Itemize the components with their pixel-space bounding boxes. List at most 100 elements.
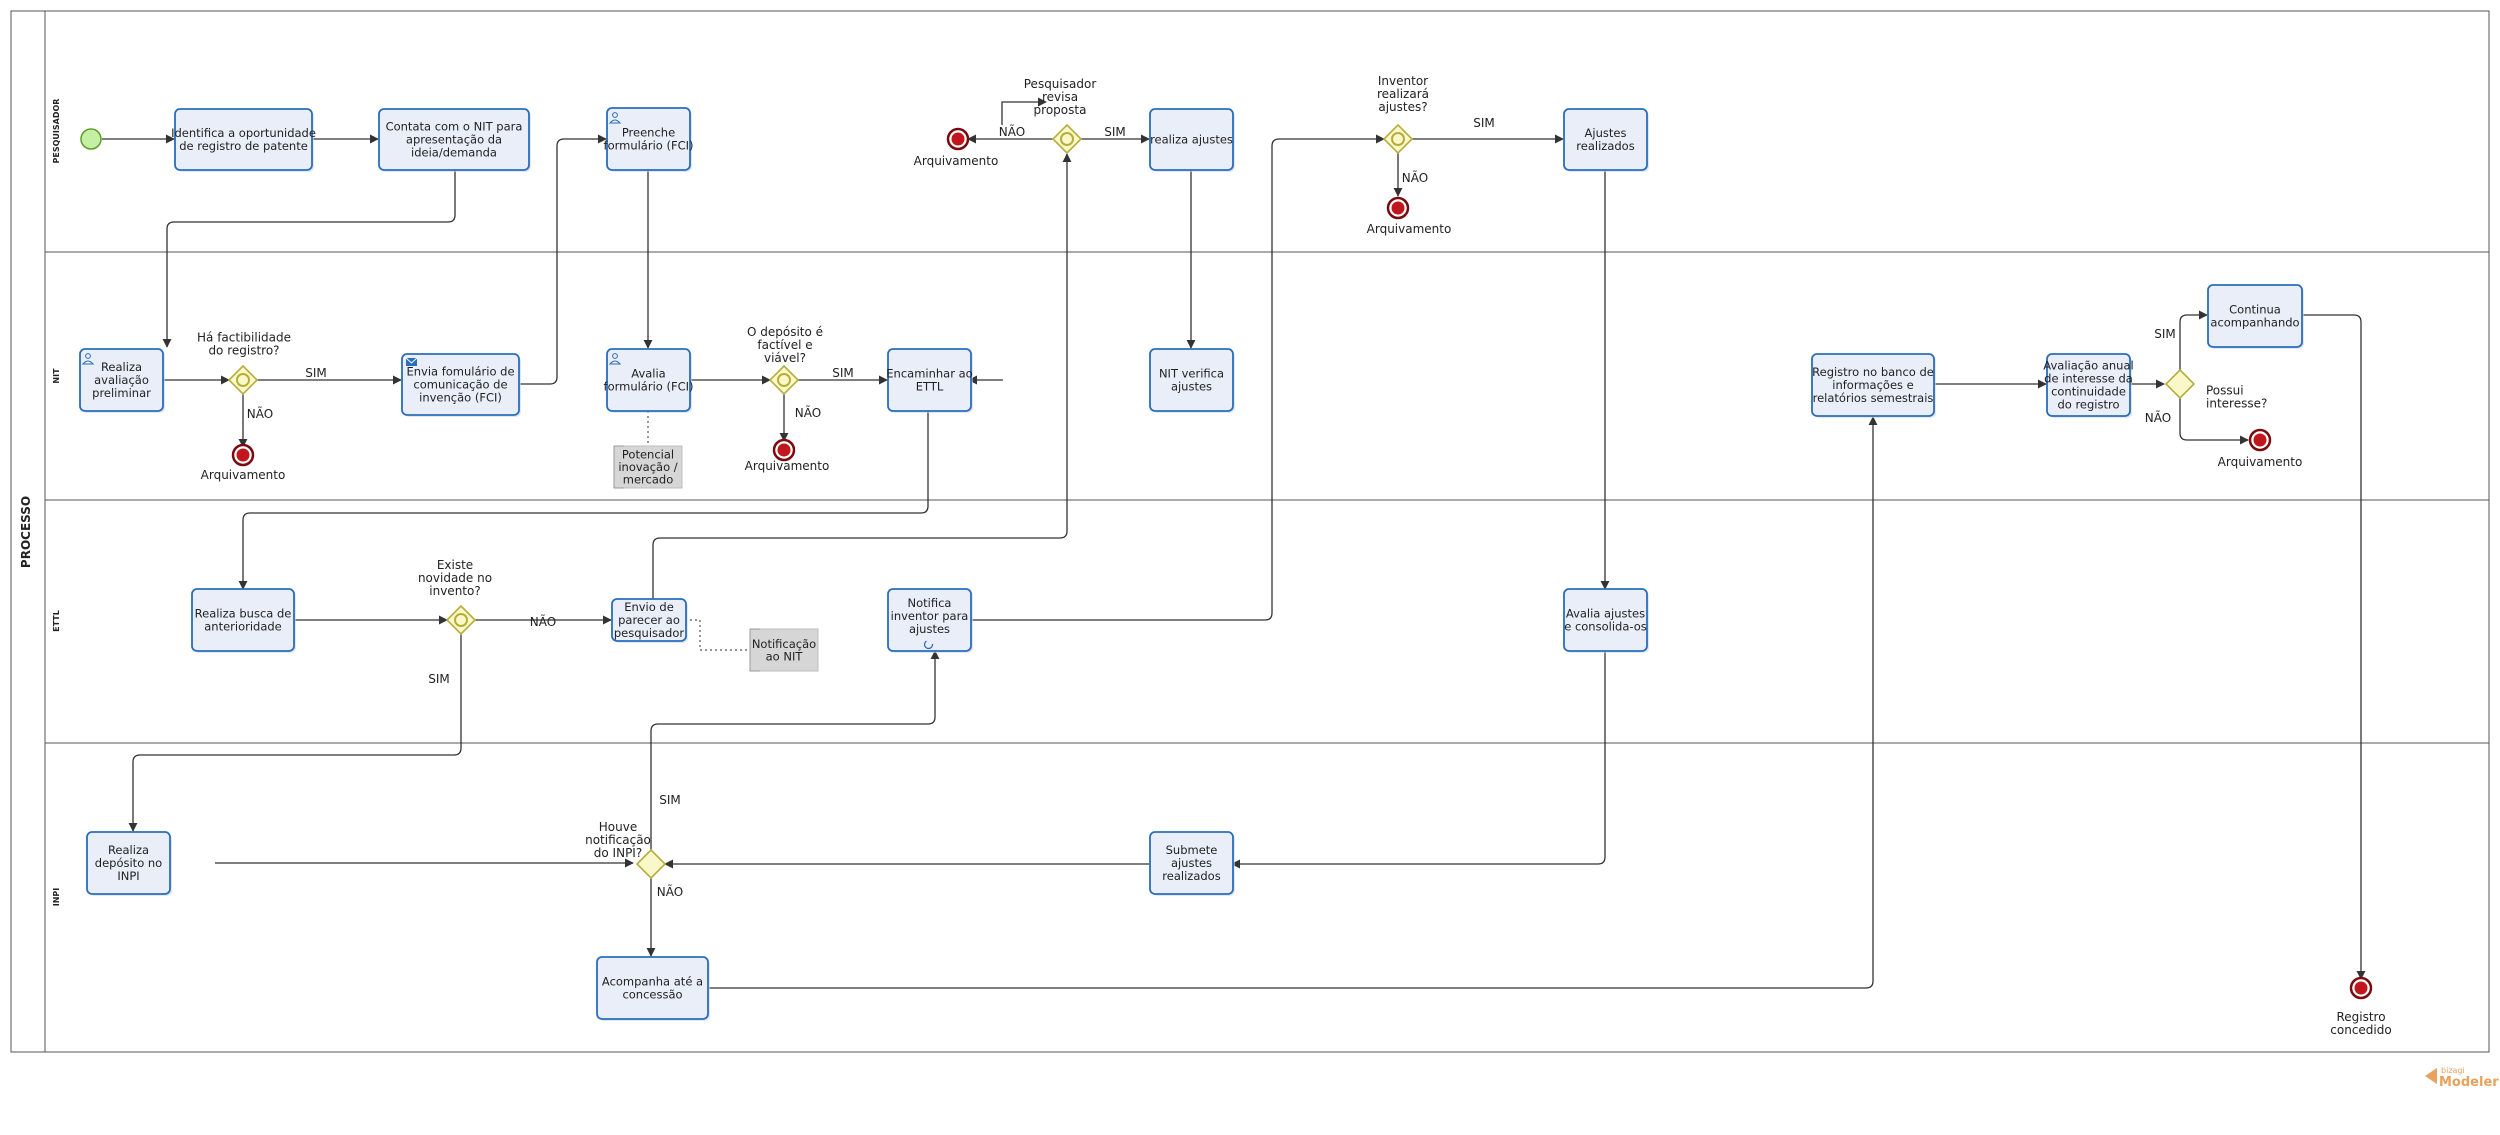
label-line: formulário (FCI) bbox=[604, 139, 694, 153]
pool-label: PROCESSO bbox=[19, 496, 33, 568]
label-line: apresentação da bbox=[406, 133, 502, 147]
user-task-icon bbox=[81, 353, 95, 365]
label-line: ajustes bbox=[1171, 856, 1212, 870]
label-line: anterioridade bbox=[204, 620, 282, 634]
label-line: comunicação de bbox=[413, 378, 507, 392]
label-line: factível e bbox=[757, 338, 812, 352]
flow-label-nao: NÃO bbox=[247, 406, 273, 421]
label-line: Avaliação anual bbox=[2043, 359, 2133, 373]
label-line: revisa bbox=[1042, 90, 1078, 104]
flow-label-nao: NÃO bbox=[657, 884, 683, 899]
label-line: preliminar bbox=[92, 386, 151, 400]
label-line: Identifica a oportunidade bbox=[171, 126, 316, 140]
task-box bbox=[174, 108, 313, 171]
inclusive-marker-icon bbox=[1391, 132, 1405, 146]
end-event-arq-deposito[interactable]: Arquivamento bbox=[745, 438, 830, 473]
end-event-arq-factibilidade[interactable]: Arquivamento bbox=[201, 443, 286, 482]
end-event-arq-revisa[interactable]: Arquivamento bbox=[914, 127, 999, 168]
flow-label-nao: NÃO bbox=[2145, 410, 2171, 425]
gateway-diamond bbox=[1382, 123, 1414, 155]
end-event-arq-interesse[interactable]: Arquivamento bbox=[2218, 428, 2303, 469]
lane-label-pesquisador: PESQUISADOR bbox=[52, 99, 61, 164]
label-line: depósito no bbox=[95, 856, 162, 870]
event-label: Arquivamento bbox=[2218, 455, 2303, 469]
label-line: pesquisador bbox=[614, 626, 685, 640]
label-line: avaliação bbox=[94, 373, 149, 387]
label-line: realizará bbox=[1377, 87, 1429, 101]
inclusive-marker-icon bbox=[236, 373, 250, 387]
label-line: ideia/demanda bbox=[411, 146, 497, 160]
task-box bbox=[1811, 353, 1935, 417]
label-line: Submete bbox=[1166, 843, 1218, 857]
bizagi-logo-line2: Modeler bbox=[2439, 1075, 2499, 1090]
annotation-box bbox=[613, 445, 683, 489]
label-line: Notificação bbox=[752, 637, 816, 651]
label-line: mercado bbox=[623, 473, 673, 487]
label-line: Realiza busca de bbox=[195, 607, 292, 621]
label-line: Realiza bbox=[101, 360, 142, 374]
task-realiza-ajustes[interactable]: realiza ajustes bbox=[1149, 108, 1235, 172]
task-box bbox=[79, 348, 164, 412]
label-line: Registro no banco de bbox=[1812, 365, 1934, 379]
end-event-arq-inventor[interactable]: Arquivamento bbox=[1367, 196, 1452, 236]
label-line: interesse? bbox=[2206, 397, 2267, 411]
lane-label-ettl: ETTL bbox=[52, 610, 61, 632]
start-event[interactable] bbox=[80, 128, 102, 150]
label-line: Pesquisador bbox=[1024, 77, 1097, 91]
task-box bbox=[1563, 588, 1648, 652]
flow-label-sim: SIM bbox=[832, 366, 854, 380]
associations bbox=[647, 411, 748, 651]
flow-label-sim: SIM bbox=[305, 366, 327, 380]
label-line: Encaminhar ao bbox=[886, 367, 972, 381]
label-line: inventor para bbox=[891, 609, 969, 623]
label-line: do INPI? bbox=[594, 846, 642, 860]
label-line: Avalia ajustes bbox=[1566, 607, 1645, 621]
label-line: Continua bbox=[2229, 303, 2281, 317]
label-line: Preenche bbox=[622, 126, 675, 140]
label-line: Existe bbox=[437, 558, 473, 572]
label-line: realizados bbox=[1576, 139, 1634, 153]
flow-label-sim: SIM bbox=[428, 672, 450, 686]
lane-labels: PESQUISADOR NIT ETTL INPI bbox=[52, 99, 61, 907]
event-label: Arquivamento bbox=[914, 154, 999, 168]
task-box bbox=[887, 588, 972, 652]
gateway-diamond bbox=[768, 364, 800, 396]
label-line: Contata com o NIT para bbox=[386, 120, 523, 134]
lane-label-inpi: INPI bbox=[52, 888, 61, 907]
label-line: realiza ajustes bbox=[1150, 133, 1233, 147]
gateway-diamond bbox=[1051, 123, 1083, 155]
task-box bbox=[378, 108, 530, 171]
task-box bbox=[1149, 108, 1234, 171]
event-label: Arquivamento bbox=[201, 468, 286, 482]
